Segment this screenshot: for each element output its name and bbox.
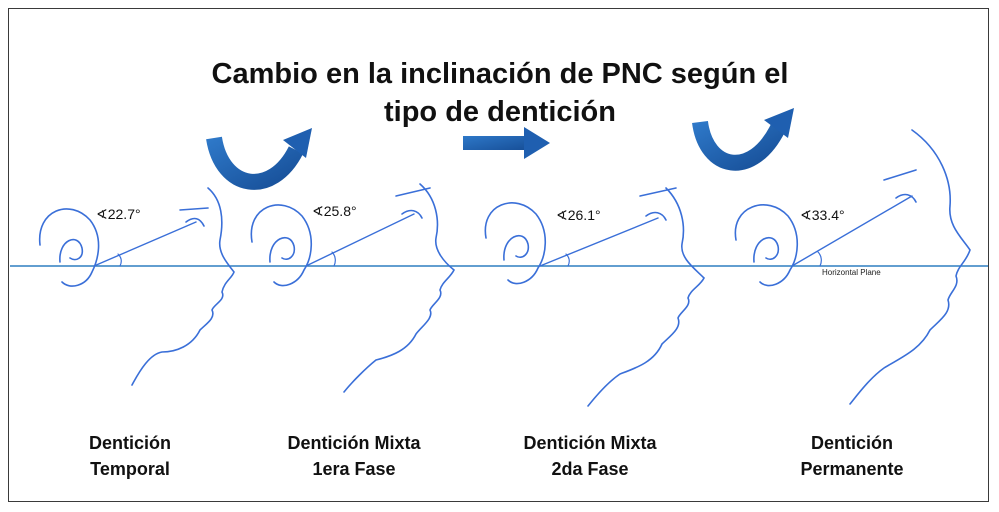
angle-label: ∢26.1° [556,207,601,223]
angle-label: ∢25.8° [312,203,357,219]
caption-line-1: Dentición [88,433,171,453]
caption-line-2: Permanente [800,459,904,479]
caption-line-1: Dentición Mixta [523,433,657,453]
caption-line-2: Temporal [90,459,170,479]
caption-mixta-2: Dentición Mixta 2da Fase [490,430,690,482]
angle-label: ∢22.7° [96,206,141,222]
caption-line-1: Dentición Mixta [287,433,421,453]
caption-line-2: 1era Fase [312,459,396,479]
right-arrow-icon [463,127,550,159]
curved-arrow-icon [692,108,794,171]
caption-permanente: Dentición Permanente [752,430,952,482]
curved-arrow-icon [206,128,312,190]
title-line-1: Cambio en la inclinación de PNC según el [211,58,789,90]
caption-mixta-1: Dentición Mixta 1era Fase [254,430,454,482]
angle-label: ∢33.4° [800,207,845,223]
caption-line-2: 2da Fase [551,459,629,479]
caption-temporal: Dentición Temporal [30,430,230,482]
diagram-title: Cambio en la inclinación de PNC según el… [150,55,850,131]
profile-permanente [734,129,971,405]
caption-line-1: Dentición [810,433,893,453]
figure-frame [8,8,989,502]
profile-mixta-1 [250,183,456,393]
profile-temporal [39,187,235,386]
title-line-2: tipo de dentición [384,96,616,128]
profile-mixta-2 [484,187,705,407]
horizontal-plane-label: Horizontal Plane [822,268,881,277]
